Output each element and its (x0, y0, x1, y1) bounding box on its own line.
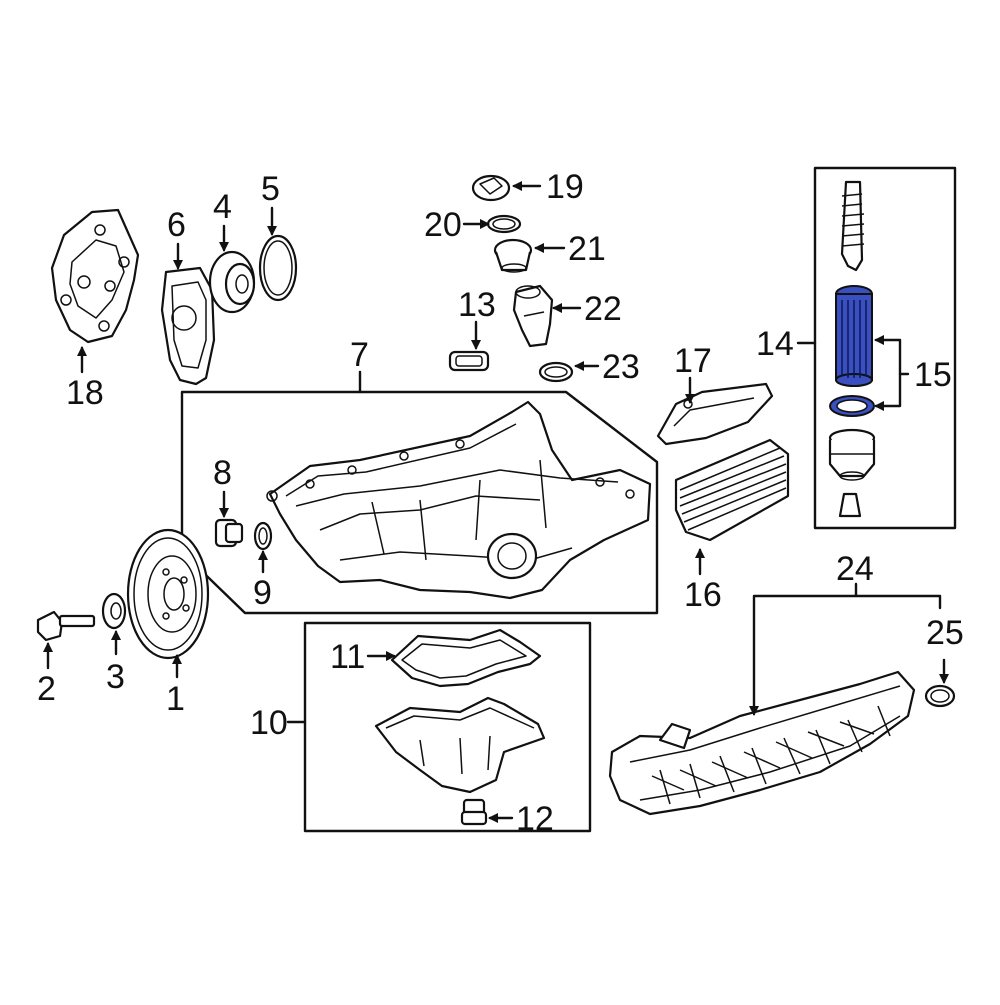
oil-filter-spring-part[interactable] (840, 180, 865, 272)
callout-10: 10 (250, 704, 288, 742)
leader-24a (749, 582, 858, 716)
washer-part[interactable] (253, 521, 273, 551)
oil-filter-element-part[interactable] (835, 285, 873, 387)
pan-gasket-inner (401, 639, 527, 679)
drain-plug-part[interactable] (214, 518, 244, 548)
plug-inner (455, 355, 483, 367)
lower-drain-plug-part[interactable] (460, 798, 488, 826)
callout-23: 23 (602, 348, 640, 386)
callout-8: 8 (213, 454, 232, 492)
gasket-part[interactable] (160, 266, 216, 386)
oil-filter-drain-part[interactable] (838, 492, 862, 518)
pulley-washer-inner (110, 602, 122, 620)
callout-4: 4 (213, 188, 232, 226)
callout-11: 11 (330, 638, 365, 676)
tube-part[interactable] (512, 284, 554, 348)
leader-24b (854, 594, 942, 610)
callout-6: 6 (167, 206, 186, 244)
callout-21: 21 (568, 230, 606, 268)
rear-cover-part[interactable] (50, 208, 140, 344)
callout-25: 25 (926, 614, 964, 652)
callout-5: 5 (261, 170, 280, 208)
pulley-part[interactable] (126, 528, 210, 660)
filler-neck-part[interactable] (493, 238, 533, 273)
bolt-part[interactable] (36, 610, 96, 642)
lower-oil-pan-part[interactable] (374, 696, 546, 794)
callout-3: 3 (106, 658, 125, 696)
oil-cooler-part[interactable] (674, 438, 790, 542)
manifold-o-ring-inner (930, 689, 950, 703)
callout-24: 24 (836, 550, 874, 588)
pulley-washer-part[interactable] (101, 592, 127, 630)
callout-1: 1 (166, 680, 185, 718)
o-ring-part[interactable] (258, 234, 298, 302)
callout-20: 20 (424, 206, 462, 244)
leader-15b (874, 372, 902, 411)
seal-part[interactable] (208, 250, 256, 314)
callout-13: 13 (458, 286, 496, 324)
callout-22: 22 (584, 290, 622, 328)
o-ring-inner (263, 240, 293, 296)
callout-7: 7 (350, 336, 369, 374)
callout-17: 17 (674, 342, 712, 380)
cap-o-ring-inner (492, 218, 516, 230)
callout-9: 9 (253, 574, 272, 612)
callout-14: 14 (756, 325, 794, 363)
intake-manifold-part[interactable] (608, 670, 916, 816)
seal-ring-inner (544, 366, 568, 378)
upper-oil-pan-part[interactable] (266, 400, 652, 600)
lower-oil-pan-group-box (303, 621, 592, 833)
callout-2: 2 (37, 670, 56, 708)
callout-16: 16 (684, 576, 722, 614)
callout-12: 12 (516, 800, 554, 838)
callout-18: 18 (66, 374, 104, 412)
oil-filter-group-box (813, 166, 957, 530)
seal-ring-part[interactable] (538, 361, 574, 383)
cooler-gasket-part[interactable] (656, 382, 774, 446)
oil-filter-o-ring-part[interactable] (829, 395, 875, 417)
leader-15a (874, 335, 910, 376)
oil-filter-cap-part[interactable] (828, 428, 876, 481)
washer-inner (258, 527, 268, 545)
callout-15: 15 (914, 356, 952, 394)
callout-19: 19 (546, 168, 584, 206)
cap-part[interactable] (471, 174, 511, 202)
manifold-o-ring-part[interactable] (924, 684, 956, 708)
